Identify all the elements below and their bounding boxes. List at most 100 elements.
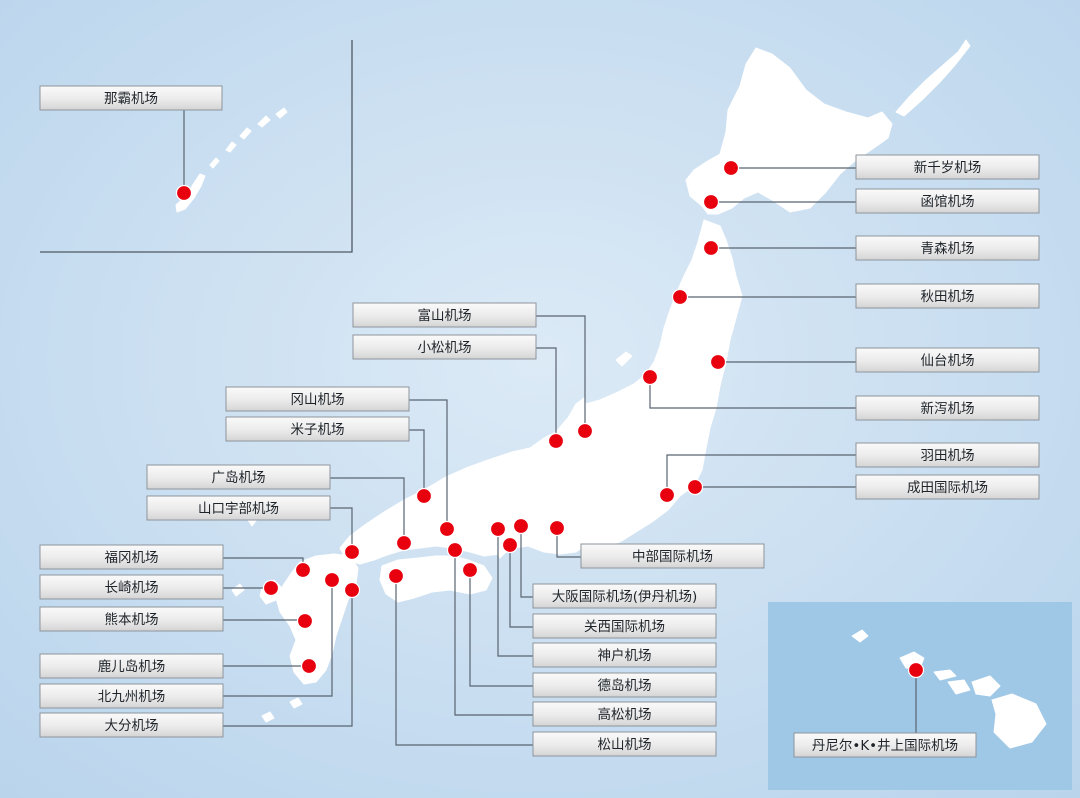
airport-marker-osaka-itami[interactable] xyxy=(512,517,530,535)
airport-label-yonago[interactable]: 米子机场 xyxy=(225,416,410,442)
airport-label-text: 丹尼尔•K•井上国际机场 xyxy=(812,738,958,754)
airport-label-box xyxy=(855,474,1040,500)
airport-marker-fukuoka[interactable] xyxy=(294,561,312,579)
airport-label-box xyxy=(855,442,1040,468)
airport-marker-akita[interactable] xyxy=(671,288,689,306)
airport-label-box xyxy=(352,334,537,360)
airport-marker-narita[interactable] xyxy=(686,478,704,496)
airport-marker-hakodate[interactable] xyxy=(702,193,720,211)
airport-label-komatsu[interactable]: 小松机场 xyxy=(352,334,537,360)
airport-label-box xyxy=(39,574,224,600)
airport-label-text: 长崎机场 xyxy=(105,580,159,596)
airport-marker-okayama[interactable] xyxy=(438,520,456,538)
airport-label-kitakyushu[interactable]: 北九州机场 xyxy=(39,683,224,709)
airport-label-kumamoto[interactable]: 熊本机场 xyxy=(39,606,224,632)
airport-label-hakodate[interactable]: 函馆机场 xyxy=(855,188,1040,214)
airport-marker-komatsu[interactable] xyxy=(547,432,565,450)
airport-label-narita[interactable]: 成田国际机场 xyxy=(855,474,1040,500)
airport-label-text: 北九州机场 xyxy=(98,689,166,705)
airport-label-tokushima[interactable]: 德岛机场 xyxy=(532,672,717,698)
airport-label-fukuoka[interactable]: 福冈机场 xyxy=(39,544,224,570)
airport-label-box xyxy=(532,701,717,727)
airport-marker-oita[interactable] xyxy=(343,581,361,599)
airport-marker-hiroshima[interactable] xyxy=(395,534,413,552)
airport-label-box xyxy=(580,543,765,569)
leader-line-kansai xyxy=(509,545,533,628)
airport-marker-naha[interactable] xyxy=(175,184,193,202)
airport-label-osaka-itami[interactable]: 大阪国际机场(伊丹机场) xyxy=(532,583,717,609)
airport-label-text: 大分机场 xyxy=(105,718,159,734)
airport-label-text: 秋田机场 xyxy=(921,289,975,305)
airport-label-toyama[interactable]: 富山机场 xyxy=(352,302,537,328)
airport-label-new-chitose[interactable]: 新千岁机场 xyxy=(855,154,1040,180)
airport-marker-daniel-k-inouye[interactable] xyxy=(907,661,925,679)
okinawa-inset-frame xyxy=(40,40,353,253)
airport-label-chubu[interactable]: 中部国际机场 xyxy=(580,543,765,569)
airport-label-text: 山口宇部机场 xyxy=(198,501,279,517)
airport-label-text: 德岛机场 xyxy=(598,678,652,694)
airport-marker-kumamoto[interactable] xyxy=(296,612,314,630)
airport-label-oita[interactable]: 大分机场 xyxy=(39,712,224,738)
airport-label-haneda[interactable]: 羽田机场 xyxy=(855,442,1040,468)
airport-label-matsuyama[interactable]: 松山机场 xyxy=(532,731,717,757)
airport-label-text: 福冈机场 xyxy=(105,550,159,566)
airport-label-text: 熊本机场 xyxy=(105,612,159,628)
airport-label-nagasaki[interactable]: 长崎机场 xyxy=(39,574,224,600)
airport-label-akita[interactable]: 秋田机场 xyxy=(855,283,1040,309)
airport-label-text: 新泻机场 xyxy=(921,401,975,417)
airport-label-text: 神户机场 xyxy=(598,647,652,664)
airport-label-takamatsu[interactable]: 高松机场 xyxy=(532,701,717,727)
airport-label-niigata[interactable]: 新泻机场 xyxy=(855,395,1040,421)
airport-label-text: 羽田机场 xyxy=(921,448,975,464)
airport-label-text: 广岛机场 xyxy=(212,470,266,486)
airport-marker-niigata[interactable] xyxy=(641,368,659,386)
airport-marker-kobe[interactable] xyxy=(489,520,507,538)
airport-marker-toyama[interactable] xyxy=(576,422,594,440)
airport-marker-new-chitose[interactable] xyxy=(722,159,740,177)
airport-marker-takamatsu[interactable] xyxy=(446,541,464,559)
airport-marker-aomori[interactable] xyxy=(702,239,720,257)
airport-label-kagoshima[interactable]: 鹿儿岛机场 xyxy=(39,653,224,679)
airport-label-kobe[interactable]: 神户机场 xyxy=(532,642,717,668)
airport-label-text: 米子机场 xyxy=(291,422,345,438)
airport-label-daniel-k-inouye[interactable]: 丹尼尔•K•井上国际机场 xyxy=(793,732,977,758)
airport-label-kansai[interactable]: 关西国际机场 xyxy=(532,613,717,639)
leader-line-kobe xyxy=(497,529,533,657)
airport-marker-yamaguchi-ube[interactable] xyxy=(343,543,361,561)
leader-line-chubu xyxy=(556,528,581,558)
leader-line-komatsu xyxy=(536,347,557,441)
airport-marker-kansai[interactable] xyxy=(501,536,519,554)
airport-label-naha[interactable]: 那霸机场 xyxy=(39,85,223,111)
airport-label-box xyxy=(352,302,537,328)
airport-label-okayama[interactable]: 冈山机场 xyxy=(225,386,410,412)
airport-label-box xyxy=(39,544,224,570)
airport-label-hiroshima[interactable]: 广岛机场 xyxy=(146,464,331,490)
leader-line-yamaguchi-ube xyxy=(330,507,353,552)
airport-marker-sendai[interactable] xyxy=(709,353,727,371)
airport-label-text: 新千岁机场 xyxy=(914,160,982,176)
airport-label-box xyxy=(225,416,410,442)
hawaii-inset xyxy=(768,602,1072,790)
airport-label-yamaguchi-ube[interactable]: 山口宇部机场 xyxy=(146,495,331,521)
airport-label-text: 中部国际机场 xyxy=(632,549,713,565)
airport-marker-haneda[interactable] xyxy=(658,486,676,504)
leader-line-osaka-itami xyxy=(520,526,533,598)
airport-marker-tokushima[interactable] xyxy=(461,561,479,579)
airport-label-box xyxy=(855,347,1040,373)
airport-label-aomori[interactable]: 青森机场 xyxy=(855,235,1040,261)
airport-marker-nagasaki[interactable] xyxy=(262,579,280,597)
airport-marker-kitakyushu[interactable] xyxy=(323,571,341,589)
airport-label-sendai[interactable]: 仙台机场 xyxy=(855,347,1040,373)
airport-label-text: 高松机场 xyxy=(598,706,652,723)
airport-marker-chubu[interactable] xyxy=(548,519,566,537)
hawaii-islands xyxy=(851,629,1047,749)
airport-marker-yonago[interactable] xyxy=(415,487,433,505)
leader-line-niigata xyxy=(649,377,856,409)
airport-label-box xyxy=(532,642,717,668)
airport-marker-matsuyama[interactable] xyxy=(387,567,405,585)
airport-marker-kagoshima[interactable] xyxy=(300,657,318,675)
leader-line-okayama xyxy=(409,399,448,529)
airport-label-box xyxy=(39,712,224,738)
airport-label-box xyxy=(146,464,331,490)
